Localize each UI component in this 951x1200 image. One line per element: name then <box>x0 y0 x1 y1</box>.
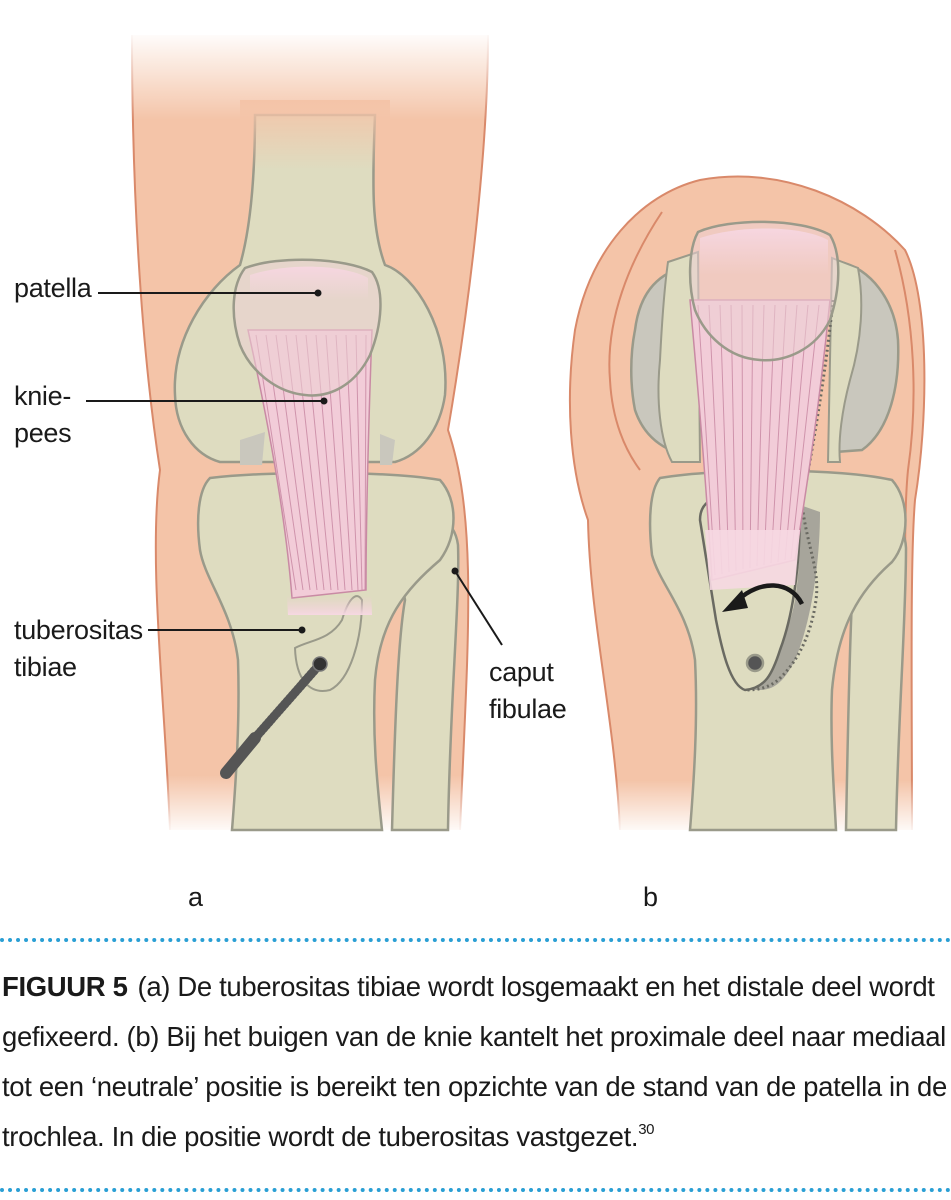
caption-figure-number: FIGUUR 5 <box>2 971 128 1002</box>
knee-figure: patella knie- pees tuberositas tibiae ca… <box>14 30 930 912</box>
rotation-arrow-b <box>736 583 805 606</box>
figure-caption: FIGUUR 5(a) De tuberositas tibiae wordt … <box>2 962 947 1162</box>
label-tuberositas-line2: tibiae <box>14 652 77 682</box>
label-patella: patella <box>14 273 92 303</box>
panel-b-illustration <box>568 175 930 835</box>
caption-bottom-divider <box>0 1188 951 1192</box>
panel-a-illustration <box>86 30 503 835</box>
label-tuberositas-line1: tuberositas <box>14 615 143 645</box>
caption-reference: 30 <box>638 1121 655 1138</box>
panel-label-b: b <box>643 882 659 912</box>
screw-head-b <box>745 653 765 673</box>
label-kniepees-line1: knie- <box>14 381 72 411</box>
screw-shaft-a <box>220 732 261 779</box>
knee-illustration <box>86 30 930 835</box>
caption-text: (a) De tuberositas tibiae wordt losgemaa… <box>2 971 947 1152</box>
screw-head-a <box>312 656 328 672</box>
tibia-a <box>196 471 455 832</box>
label-caput-line2: fibulae <box>489 694 567 724</box>
label-kniepees-line2: pees <box>14 418 72 448</box>
label-caput-line1: caput <box>489 657 554 687</box>
panel-label-a: a <box>188 882 204 912</box>
caption-top-divider <box>0 938 951 942</box>
